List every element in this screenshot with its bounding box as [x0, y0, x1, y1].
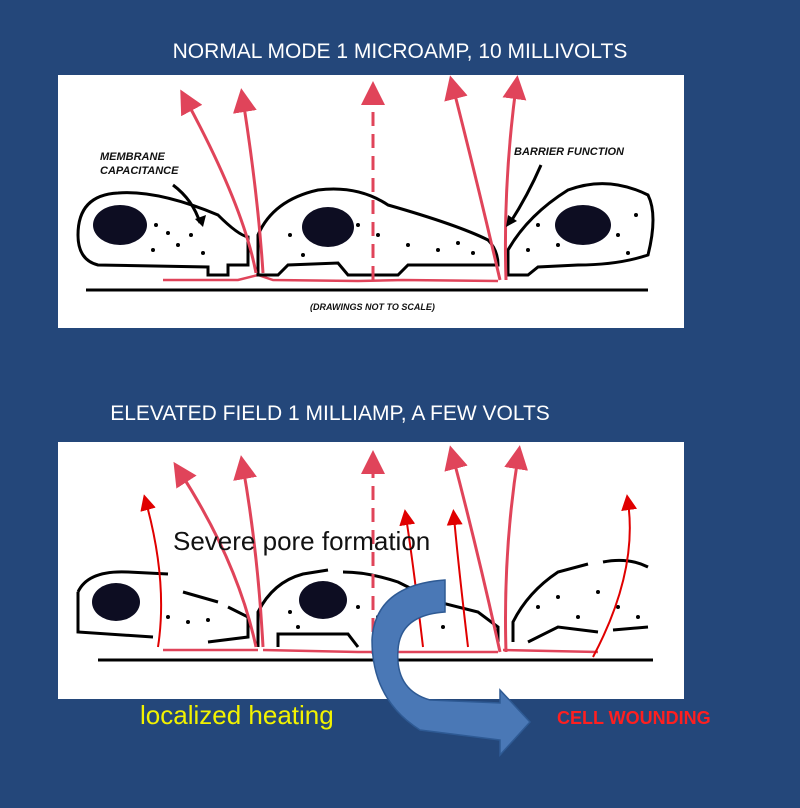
pore-formation-text: Severe pore formation — [173, 526, 431, 556]
cell-wounding-label: CELL WOUNDING — [557, 708, 711, 728]
current-arrow-4 — [502, 75, 527, 281]
cell-middle — [256, 187, 500, 277]
current-arrow-3 — [444, 75, 502, 281]
nucleus-left-2 — [92, 583, 140, 621]
cell-right — [506, 182, 655, 277]
current-arrow-b3 — [444, 445, 502, 653]
cell-right-2 — [511, 558, 649, 644]
localized-heating-label: localized heating — [140, 700, 334, 730]
membrane-capacitance-label: MEMBRANE CAPACITANCE — [100, 151, 179, 177]
cell-left — [76, 191, 250, 277]
cell-left-2 — [76, 570, 250, 644]
current-arrow-thin-1 — [140, 494, 163, 648]
current-arrow-thin-3 — [446, 509, 469, 648]
nucleus-middle-2 — [299, 581, 347, 619]
elevated-field-diagram — [76, 445, 653, 662]
drawings-footnote: (DRAWINGS NOT TO SCALE) — [310, 302, 435, 312]
current-baseline-path — [163, 273, 499, 283]
nucleus-left — [93, 205, 147, 245]
current-arrow-b2 — [233, 455, 265, 648]
barrier-pointer — [508, 164, 543, 224]
elevated-field-panel: Severe pore formation — [58, 442, 684, 699]
bottom-panel-title: ELEVATED FIELD 1 MILLIAMP, A FEW VOLTS — [110, 402, 550, 425]
current-arrow-1 — [180, 89, 258, 274]
top-panel-title: NORMAL MODE 1 MICROAMP, 10 MILLIVOLTS — [172, 40, 628, 63]
cell-middle-2 — [256, 568, 500, 648]
normal-mode-panel: MEMBRANE CAPACITANCE BARRIER FUNCTION (D… — [58, 75, 684, 328]
current-arrow-b1 — [173, 461, 258, 648]
current-arrow-thin-4 — [592, 494, 638, 658]
current-arrow-2 — [233, 88, 265, 274]
barrier-function-label: BARRIER FUNCTION — [514, 146, 624, 158]
normal-mode-diagram — [76, 75, 655, 292]
nucleus-middle — [302, 207, 354, 247]
nucleus-right — [555, 205, 611, 245]
